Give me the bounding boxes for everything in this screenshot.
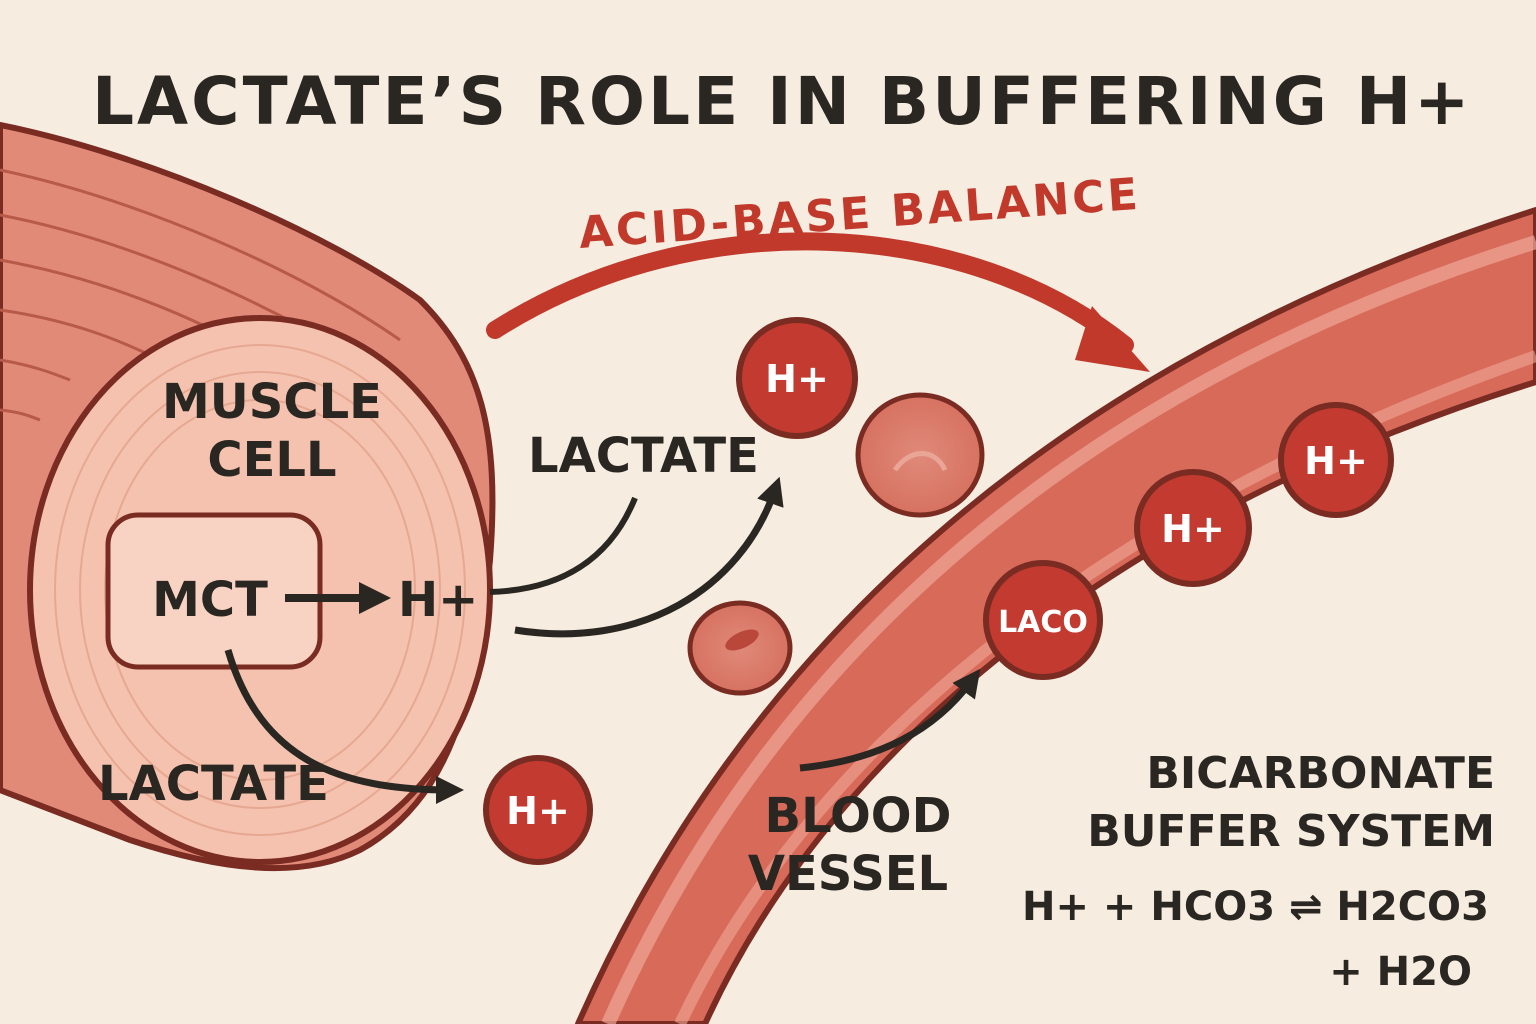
- h-ion-label: H+: [1161, 507, 1225, 551]
- mct-transporter-box: [105, 512, 323, 670]
- h-ion: H+: [483, 755, 593, 865]
- laco-molecule: LACO: [983, 560, 1103, 680]
- lactate-inside-label: LACTATE: [98, 756, 329, 812]
- muscle-cell-label-line1: MUSCLE: [162, 374, 382, 430]
- h-ion: H+: [1278, 402, 1394, 518]
- h-ion: H+: [1134, 469, 1252, 587]
- muscle-cell-label-line2: CELL: [207, 432, 336, 488]
- laco-label: LACO: [998, 605, 1088, 640]
- h-ion-label: H+: [506, 789, 570, 833]
- mct-to-ion-arrow: [224, 649, 464, 804]
- lactate-curve: [489, 496, 638, 595]
- h-plus-label: H+: [398, 572, 478, 628]
- red-blood-cell: [687, 600, 793, 696]
- mct-label: MCT: [152, 572, 268, 628]
- blood-vessel-label-line2: VESSEL: [748, 846, 948, 902]
- buffer-title-line2: BUFFER SYSTEM: [1087, 806, 1495, 857]
- vessel-to-laco-arrow: [799, 668, 981, 772]
- cell-to-ion-arrow: [514, 476, 784, 638]
- acid-base-arrowhead: [1075, 306, 1150, 372]
- h-ion: H+: [736, 317, 858, 439]
- buffer-equation-line1: H+ + HCO3 ⇌ H2CO3: [1022, 884, 1489, 930]
- h-ion-label: H+: [765, 357, 829, 401]
- buffer-equation-line2: + H2O: [1329, 949, 1472, 995]
- blood-vessel-label-line1: BLOOD: [765, 788, 952, 844]
- h-ion-label: H+: [1304, 439, 1368, 483]
- page-title: LACTATE’S ROLE IN BUFFERING H+: [92, 63, 1472, 140]
- lactate-outside-label: LACTATE: [528, 428, 759, 484]
- red-blood-cell: [855, 392, 985, 518]
- buffer-title-line1: BICARBONATE: [1146, 748, 1495, 799]
- acid-base-arc: [486, 232, 1134, 354]
